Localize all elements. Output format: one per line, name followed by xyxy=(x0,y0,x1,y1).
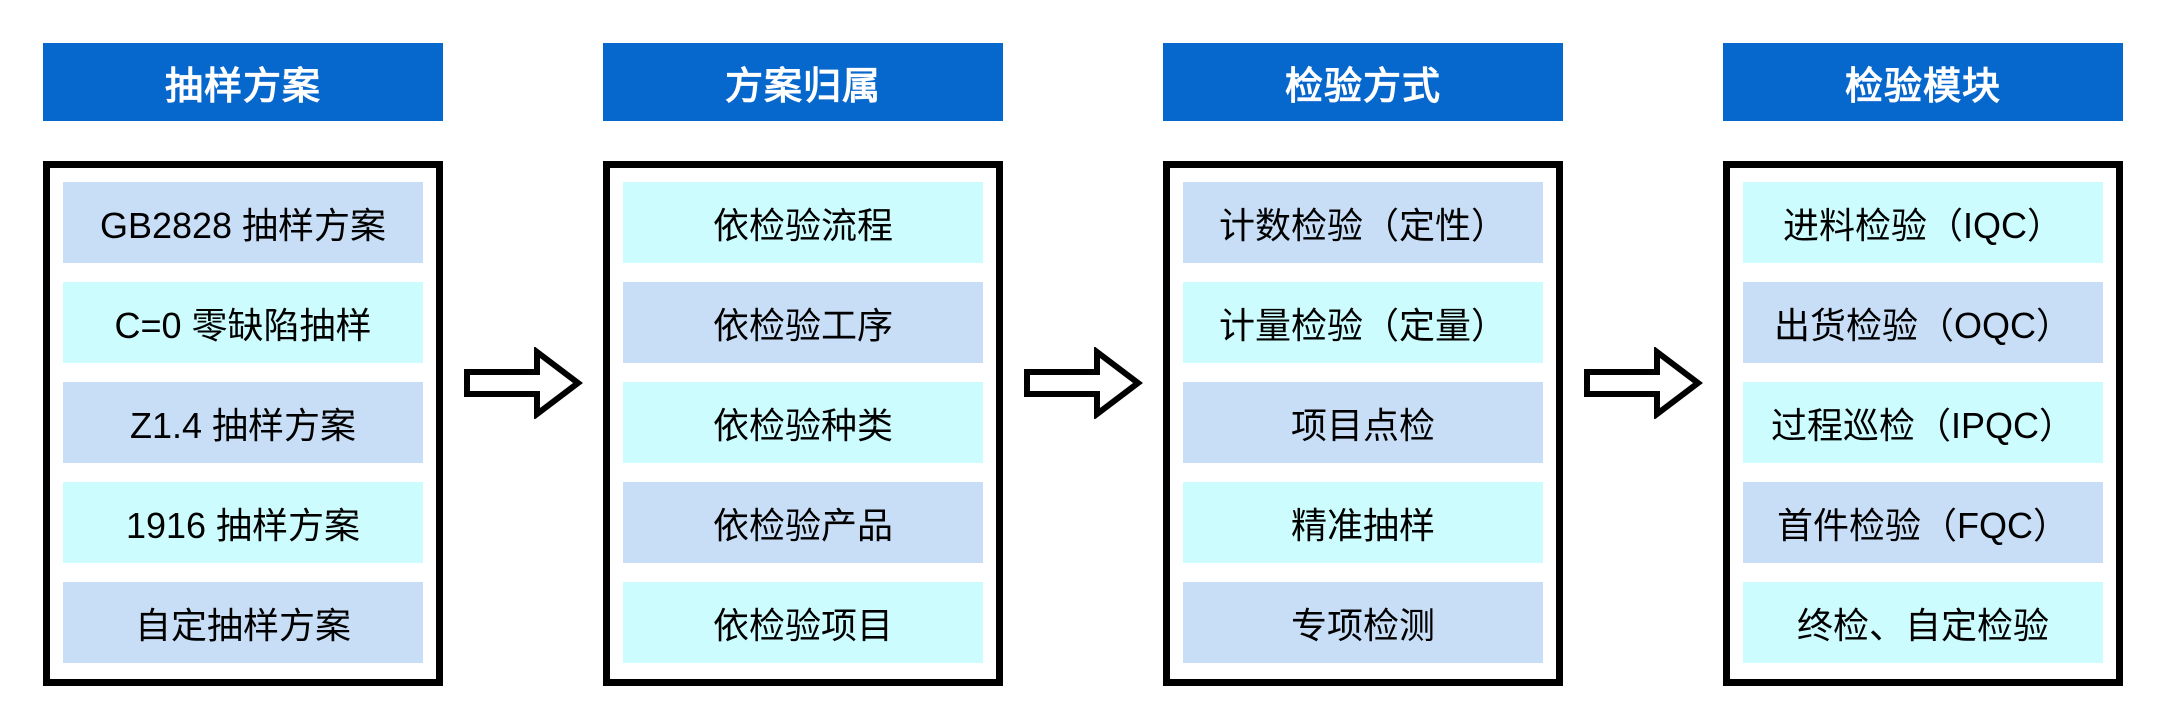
flow-gap-3 xyxy=(1563,0,1723,724)
column-box-inspection-module: 进料检验（IQC） 出货检验（OQC） 过程巡检（IPQC） 首件检验（FQC） 终检、… xyxy=(1723,161,2123,686)
item-inspection-module-5: 终检、自定检验 xyxy=(1743,582,2103,663)
right-block-arrow-icon xyxy=(1024,347,1143,419)
item-inspection-method-3: 项目点检 xyxy=(1183,382,1543,463)
column-title-inspection-module: 检验模块 xyxy=(1723,43,2123,121)
column-box-plan-category: 依检验流程依检验工序依检验种类依检验产品依检验项目 xyxy=(603,161,1003,686)
item-inspection-method-2: 计量检验（定量） xyxy=(1183,282,1543,363)
column-title-plan-category: 方案归属 xyxy=(603,43,1003,121)
column-inspection-method: 检验方式计数检验（定性） 计量检验（定量） 项目点检精准抽样专项检测 xyxy=(1163,0,1563,724)
right-block-arrow-icon xyxy=(1584,347,1703,419)
item-plan-category-2: 依检验工序 xyxy=(623,282,983,363)
flow-gap-2 xyxy=(1003,0,1163,724)
item-inspection-method-4: 精准抽样 xyxy=(1183,482,1543,563)
item-inspection-method-5: 专项检测 xyxy=(1183,582,1543,663)
item-sampling-plan-2: C=0 零缺陷抽样 xyxy=(63,282,423,363)
item-inspection-module-3: 过程巡检（IPQC） xyxy=(1743,382,2103,463)
flow-gap-1 xyxy=(443,0,603,724)
item-sampling-plan-1: GB2828 抽样方案 xyxy=(63,182,423,263)
item-plan-category-3: 依检验种类 xyxy=(623,382,983,463)
column-title-inspection-method: 检验方式 xyxy=(1163,43,1563,121)
item-inspection-module-4: 首件检验（FQC） xyxy=(1743,482,2103,563)
item-sampling-plan-4: 1916 抽样方案 xyxy=(63,482,423,563)
column-plan-category: 方案归属依检验流程依检验工序依检验种类依检验产品依检验项目 xyxy=(603,0,1003,724)
item-plan-category-1: 依检验流程 xyxy=(623,182,983,263)
item-inspection-module-1: 进料检验（IQC） xyxy=(1743,182,2103,263)
right-block-arrow-icon xyxy=(464,347,583,419)
item-sampling-plan-5: 自定抽样方案 xyxy=(63,582,423,663)
column-inspection-module: 检验模块进料检验（IQC） 出货检验（OQC） 过程巡检（IPQC） 首件检验（FQC… xyxy=(1723,0,2123,724)
item-inspection-module-2: 出货检验（OQC） xyxy=(1743,282,2103,363)
column-box-sampling-plan: GB2828 抽样方案 C=0 零缺陷抽样 Z1.4 抽样方案 1916 抽样方案自定… xyxy=(43,161,443,686)
column-sampling-plan: 抽样方案 GB2828 抽样方案 C=0 零缺陷抽样 Z1.4 抽样方案 1916 抽样… xyxy=(43,0,443,724)
item-plan-category-4: 依检验产品 xyxy=(623,482,983,563)
column-box-inspection-method: 计数检验（定性） 计量检验（定量） 项目点检精准抽样专项检测 xyxy=(1163,161,1563,686)
column-title-sampling-plan: 抽样方案 xyxy=(43,43,443,121)
item-plan-category-5: 依检验项目 xyxy=(623,582,983,663)
item-sampling-plan-3: Z1.4 抽样方案 xyxy=(63,382,423,463)
item-inspection-method-1: 计数检验（定性） xyxy=(1183,182,1543,263)
